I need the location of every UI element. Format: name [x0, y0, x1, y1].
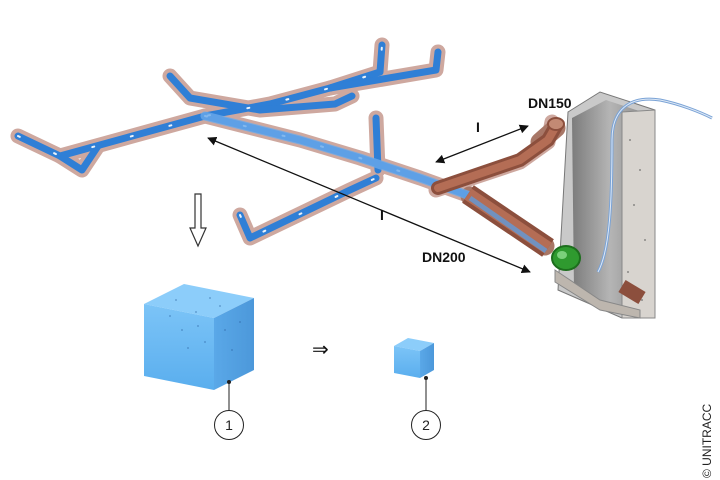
dn200-label: DN200	[422, 249, 466, 265]
manhole-shaft	[554, 91, 656, 319]
packer	[551, 245, 581, 271]
dn200-dimension-arrow	[207, 136, 531, 274]
hollow-down-arrow-icon	[189, 193, 207, 248]
section-label-upper: I	[476, 119, 480, 135]
double-right-arrow-icon: ⇒	[312, 339, 329, 361]
copyright-notice: © UNITRACC	[700, 403, 714, 478]
volume-cube-after	[394, 338, 434, 410]
dn150-label: DN150	[528, 95, 572, 111]
callout-1: 1	[214, 410, 244, 440]
callout-2: 2	[411, 410, 441, 440]
section-label-lower: I	[380, 207, 384, 223]
volume-cube-before	[144, 284, 254, 412]
